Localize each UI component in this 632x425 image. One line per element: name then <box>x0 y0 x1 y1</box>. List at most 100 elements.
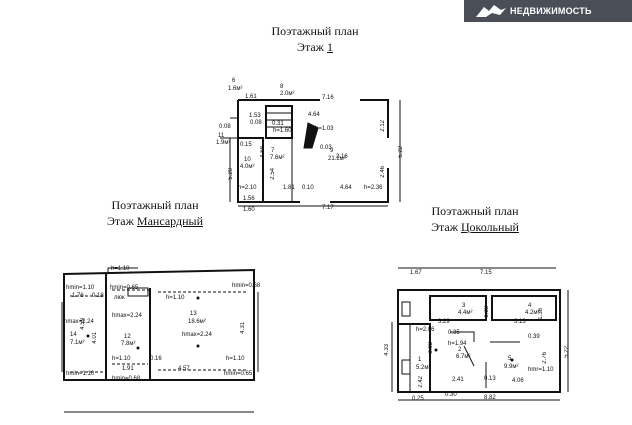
basement-dimension-label: 9.9м² <box>504 364 519 370</box>
attic-dimension-label: 12 <box>124 334 131 340</box>
basement-dimension-label: 6.7м² <box>456 354 471 360</box>
floor1-dimension-label: 0.03 <box>320 145 332 151</box>
basement-dimension-label: 1 <box>418 357 422 363</box>
floor1-title-line1: Поэтажный план <box>271 24 359 38</box>
attic-dimension-label: 18.6м² <box>188 319 206 325</box>
basement-dimension-label: 1.36 <box>538 308 544 320</box>
floor1-dimension-label: 2.54 <box>270 168 276 180</box>
floor1-dimension-label: 1.61 <box>245 94 257 100</box>
basement-dimension-label: 5.22 <box>564 346 570 358</box>
attic-dimension-label: h=1.10 <box>111 266 130 272</box>
floor1-dimension-label: 8 <box>280 84 284 90</box>
floor1-dimension-label: 1.60 <box>243 207 255 213</box>
basement-dimension-label: 2 <box>458 347 462 353</box>
basement-title-line2: Этаж Цокольный <box>431 219 519 234</box>
attic-dimension-label: h=1.10 <box>166 295 185 301</box>
floor1-dimension-label: 1.6м² <box>228 86 243 92</box>
attic-title: Поэтажный план Этаж Мансардный <box>80 198 230 229</box>
attic-title-line1: Поэтажный план <box>111 198 199 212</box>
floor1-dimension-label: 9 <box>330 148 334 154</box>
floor1-dimension-label: 1.53 <box>249 113 261 119</box>
floor1-dimension-label: 5.20 <box>228 168 234 180</box>
basement-title: Поэтажный план Этаж Цокольный <box>400 204 550 235</box>
floor1-dimension-label: 1.81 <box>283 185 295 191</box>
floor1-dimension-label: 1.56 <box>243 196 255 202</box>
attic-dimension-label: 1.91 <box>122 366 134 372</box>
attic-dimension-label: 0.16 <box>150 356 162 362</box>
basement-dimension-label: h=1.94 <box>448 341 467 347</box>
attic-dimension-label: hmin=1.10 <box>66 285 95 291</box>
floor1-dimension-label: 4.64 <box>308 112 320 118</box>
attic-dimension-label: hmin=1.10 <box>66 371 95 377</box>
attic-dimension-label: h=1.10 <box>226 356 245 362</box>
floor1-dimension-label: 7.17 <box>322 205 334 211</box>
basement-dimension-label: 0.30 <box>445 392 457 398</box>
floor1-dimension-label: 7.6м² <box>270 155 285 161</box>
attic-dimension-label: 4.31 <box>240 322 246 334</box>
attic-dimension-label: люк <box>114 295 125 301</box>
basement-dimension-label: 4 <box>528 303 532 309</box>
attic-dimension-label: 14 <box>70 332 77 338</box>
basement-dimension-label: h=2.06 <box>416 327 435 333</box>
basement-dimension-label: 0.35 <box>448 330 460 336</box>
basement-dimension-label: 2.76 <box>542 352 548 364</box>
floor1-dimension-label: 2.46 <box>380 166 386 178</box>
floor1-dimension-label: 4.68 <box>260 146 266 158</box>
basement-dimension-label: 0.39 <box>528 334 540 340</box>
basement-dimension-label: 3.29 <box>438 319 450 325</box>
basement-dimension-label: 4.33 <box>384 344 390 356</box>
floor1-dimension-label: 10 <box>244 157 251 163</box>
floor1-dimension-label: 2.0м² <box>280 91 295 97</box>
basement-dimension-label: 0.25 <box>412 396 424 402</box>
floor1-plan-drawing <box>220 98 401 207</box>
floor1-dimension-label: 5.22 <box>398 146 404 158</box>
floor1-dimension-label: 4.64 <box>340 185 352 191</box>
basement-dimension-label: 4.2м² <box>525 310 540 316</box>
floor1-title: Поэтажный план Этаж 1 <box>240 24 390 55</box>
floor1-title-line2: Этаж 1 <box>297 39 333 54</box>
attic-dimension-label: 7.1м² <box>70 340 85 346</box>
attic-dimension-label: hmin=0.68 <box>112 376 141 382</box>
basement-dimension-label: hmr=1.10 <box>528 367 554 373</box>
floor1-dimension-label: 21.2м² <box>328 156 346 162</box>
attic-dimension-label: hmin=0.68 <box>232 283 261 289</box>
floor1-dimension-label: 1.9м² <box>216 140 231 146</box>
attic-dimension-label: hmax=2.24 <box>64 319 94 325</box>
floor1-dimension-label: 11 <box>218 133 225 139</box>
attic-dimension-label: 4.57 <box>178 366 190 372</box>
attic-dimension-label: 13 <box>190 311 197 317</box>
basement-dimension-label: 4.4м² <box>458 310 473 316</box>
basement-dimension-label: 5 <box>508 356 512 362</box>
floor1-dimension-label: 6 <box>232 78 236 84</box>
basement-dimension-label: 3 <box>462 303 466 309</box>
basement-dimension-label: 5.2м² <box>416 365 431 371</box>
floor1-dimension-label: 0.15 <box>240 142 252 148</box>
floor1-dimension-label: h=2.10 <box>238 185 257 191</box>
floor1-dimension-label: 0.10 <box>302 185 314 191</box>
floor1-dimension-label: h=2.36 <box>364 185 383 191</box>
attic-dimension-label: hmax=2.24 <box>182 332 212 338</box>
floor1-dimension-label: h=1.03 <box>315 126 334 132</box>
floor1-dimension-label: 0.08 <box>219 124 231 130</box>
brand-logo: НЕДВИЖИМОСТЬ <box>464 0 632 22</box>
floor1-dimension-label: 7.16 <box>322 95 334 101</box>
attic-title-line2: Этаж Мансардный <box>106 213 203 228</box>
floor1-dimension-label: 7 <box>271 148 275 154</box>
basement-dimension-label: 1.33 <box>484 306 490 318</box>
basement-dimension-label: 8.82 <box>484 395 496 401</box>
floor1-dimension-label: 2.12 <box>380 120 386 132</box>
basement-dimension-label: 3.13 <box>514 319 526 325</box>
floor1-dimension-label: 0.08 <box>250 120 262 126</box>
attic-dimension-label: 4.59 <box>80 318 86 330</box>
floor1-dimension-label: 0.31 <box>272 121 284 127</box>
basement-dimension-label: 2.41 <box>452 377 464 383</box>
attic-dimension-label: hmin=0.65 <box>110 285 139 291</box>
attic-dimension-label: hmax=2.24 <box>112 313 142 319</box>
attic-dimension-label: hmin=0.65 <box>224 371 253 377</box>
attic-dimension-label: 0.18 <box>92 293 104 299</box>
basement-dimension-label: 1.67 <box>410 270 422 276</box>
basement-plan-drawing <box>391 267 569 401</box>
basement-dimension-label: 2.42 <box>418 376 424 388</box>
floor1-dimension-label: h=1.60 <box>273 128 292 134</box>
attic-dimension-label: h=1.10 <box>112 356 131 362</box>
